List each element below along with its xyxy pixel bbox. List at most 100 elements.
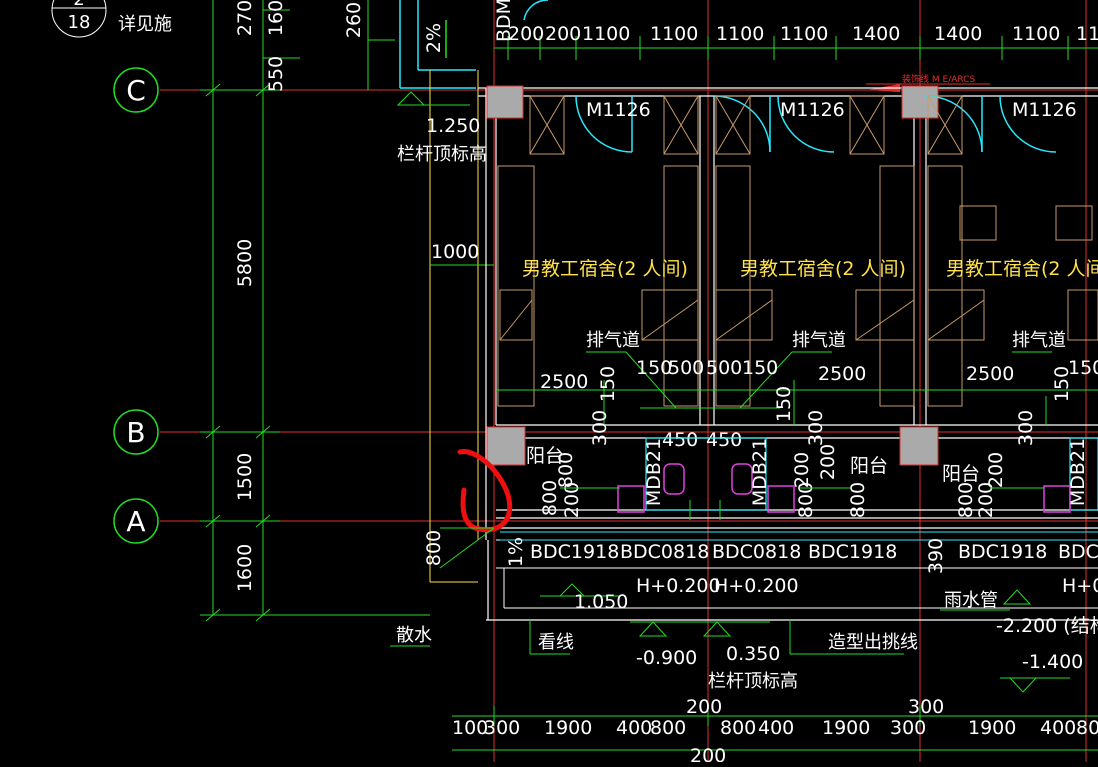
top-dim-9: 1100 xyxy=(1012,23,1060,45)
window-tag-3: MDB21 xyxy=(1067,438,1089,506)
dim-550: 550 xyxy=(265,56,287,92)
dim-800-left: 800 xyxy=(423,530,445,566)
bottom-dim-10: 1900 xyxy=(968,717,1016,739)
axis-label-a: A xyxy=(126,505,145,538)
bottom-dim-11: 400 xyxy=(1040,717,1076,739)
axis-label-c: C xyxy=(126,74,146,107)
balcony-dim-1: 800 xyxy=(555,452,577,488)
vent-leaders xyxy=(586,351,1052,409)
mid-dim-500a: 500 xyxy=(668,357,704,379)
window-type-5: BDC1918 xyxy=(958,541,1047,563)
bottom-dim-6: 800 xyxy=(720,717,756,739)
mid-dim-150b: 150 xyxy=(636,357,672,379)
axis-bubble-b[interactable]: B xyxy=(113,409,159,455)
red-note: 装饰线 M E/ARCS xyxy=(902,73,975,85)
note-xianxian: 看线 xyxy=(538,632,574,653)
top-dim-1: 200 xyxy=(508,23,544,45)
facade-cyan xyxy=(500,531,1098,541)
mid-dim-150e: 150 xyxy=(773,386,795,422)
bottom-dim-12: 80 xyxy=(1076,717,1098,739)
top-left-box xyxy=(399,0,476,89)
room-name-3[interactable]: 男教工宿舍(2 人间) xyxy=(946,258,1098,280)
elev-h200a: H+0.200 xyxy=(636,575,721,597)
room-name-1[interactable]: 男教工宿舍(2 人间) xyxy=(522,258,688,280)
detail-reference[interactable]: 2 18 详见施 xyxy=(51,0,172,38)
balcony-dim-3: 800 xyxy=(539,480,561,516)
door-tag-3: M1126 xyxy=(1012,99,1077,121)
elev-2200: -2.200 (结构 xyxy=(996,615,1098,637)
markup-circle[interactable] xyxy=(457,449,513,533)
top-dim-10: 1100 xyxy=(1076,23,1098,45)
balcony-dim-10: 200 xyxy=(975,482,997,518)
dim-1500: 1500 xyxy=(234,453,256,501)
dim-160: 160 xyxy=(265,0,287,36)
note-railing-bottom: 栏杆顶标高 xyxy=(708,671,798,692)
ramp-outline xyxy=(429,70,479,583)
elev-h-right: H+0 xyxy=(1062,575,1098,597)
door-tag-2: M1126 xyxy=(780,99,845,121)
dim-1000: 1000 xyxy=(431,241,479,263)
detail-ref-bottom: 18 xyxy=(68,12,91,33)
window-tag-1: MDB21 xyxy=(643,438,665,506)
vent-label-2: 排气道 xyxy=(792,330,846,351)
axis-bubble-a[interactable]: A xyxy=(113,498,159,544)
top-dim-3: 1100 xyxy=(582,23,630,45)
bottom-mid-2: 300 xyxy=(908,696,944,718)
balcony-dim-8: 200 xyxy=(985,452,1007,488)
window-type-6: BDC xyxy=(1058,541,1098,563)
top-dim-8: 1400 xyxy=(934,23,982,45)
balcony-dim-6: 200 xyxy=(817,444,839,480)
dim-1600: 1600 xyxy=(234,544,256,592)
mid-dim-300c: 300 xyxy=(1015,410,1037,446)
axis-bubble-c[interactable]: C xyxy=(113,67,159,113)
balcony-3[interactable]: 阳台 xyxy=(942,463,980,485)
bottom-dimension-line xyxy=(452,706,1098,751)
note-leaders xyxy=(390,609,1010,655)
elevation-triangles xyxy=(540,583,1070,693)
top-dim-2: 200 xyxy=(545,23,581,45)
elev-1400: -1.400 xyxy=(1022,651,1083,673)
balcony-dim-9: 800 xyxy=(955,482,977,518)
mid-dimension-lines xyxy=(496,380,1098,425)
slope-label-top: 2% xyxy=(423,23,445,53)
top-dim-6: 1100 xyxy=(780,23,828,45)
bottom-dim-9: 300 xyxy=(890,717,926,739)
elev-h200b: H+0.200 xyxy=(714,575,799,597)
mid-dim-450b: 450 xyxy=(706,429,742,451)
note-sanshui: 散水 xyxy=(396,625,432,646)
bottom-mid-1: 200 xyxy=(686,696,722,718)
mid-dim-2500b: 2500 xyxy=(818,363,866,385)
mid-dim-150c: 150 xyxy=(742,357,778,379)
window-tag-2: MDB21 xyxy=(749,438,771,506)
bottom-dim-8: 1900 xyxy=(822,717,870,739)
railing-label-top: 栏杆顶标高 xyxy=(397,144,487,165)
bottom-dim-2: 300 xyxy=(484,717,520,739)
railing-elev-top: 1.250 xyxy=(426,115,480,137)
top-dim-7: 1400 xyxy=(852,23,900,45)
bottom-dim-4: 400 xyxy=(616,717,652,739)
dim-260: 260 xyxy=(343,2,365,38)
elev-0900: -0.900 xyxy=(636,647,697,669)
note-zaoxing: 造型出挑线 xyxy=(828,632,918,653)
mid-dim-150a: 150 xyxy=(597,366,619,402)
balcony-dim-4: 200 xyxy=(791,452,813,488)
room-name-2[interactable]: 男教工宿舍(2 人间) xyxy=(740,258,906,280)
balcony-dim-5: 800 xyxy=(795,482,817,518)
mid-dim-150d: 150 xyxy=(1051,366,1073,402)
balcony-dim-2: 200 xyxy=(561,482,583,518)
balcony-2[interactable]: 阳台 xyxy=(850,455,888,477)
top-dim-5: 1100 xyxy=(716,23,764,45)
bottom-dim-1: 100 xyxy=(452,717,488,739)
vent-label-3: 排气道 xyxy=(1012,330,1066,351)
bottom-dim-7: 400 xyxy=(758,717,794,739)
balcony-1[interactable]: 阳台 xyxy=(526,445,564,467)
elevation-marker-1250: 1.250 栏杆顶标高 xyxy=(396,91,487,165)
door-tag-1: M1126 xyxy=(586,99,651,121)
detail-ref-top: 2 xyxy=(73,0,84,10)
mid-dim-300b: 300 xyxy=(805,410,827,446)
mid-dim-150f: 150 xyxy=(1068,357,1098,379)
window-type-2: BDC0818 xyxy=(620,541,709,563)
top-dimension-line xyxy=(494,36,1098,60)
